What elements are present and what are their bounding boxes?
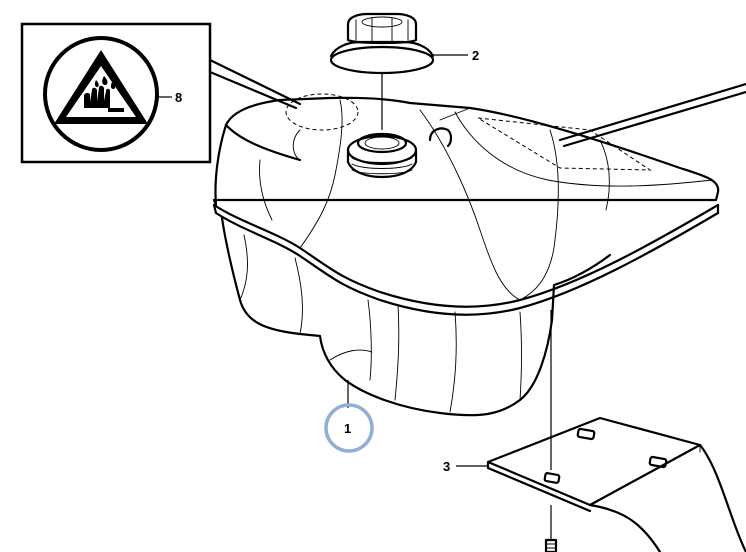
hot-liquid-hand-warning-icon	[43, 36, 159, 152]
filler-cap	[329, 12, 435, 130]
callout-1-label: 1	[344, 421, 351, 436]
callout-3-label: 3	[443, 459, 450, 474]
filler-neck	[346, 132, 418, 179]
side-label-area	[477, 117, 652, 171]
reservoir-seam-band-lower	[214, 211, 720, 316]
reservoir-lower-body	[220, 216, 612, 417]
reservoir-tank	[212, 93, 720, 417]
reservoir-seam-band	[212, 203, 720, 308]
inset-leader-bottom	[208, 70, 298, 110]
reservoir-upper-shell	[212, 96, 720, 207]
top-label-area	[285, 93, 359, 131]
reservoir-top-right-edge	[224, 123, 302, 162]
inset-leader-top	[208, 58, 302, 106]
mounting-bracket	[486, 310, 746, 552]
side-label-leader-1	[558, 82, 746, 142]
callout-1-highlight-circle	[324, 403, 374, 453]
warning-label-inset	[20, 22, 302, 164]
callout-2-label: 2	[472, 48, 479, 63]
callout-8-label: 8	[175, 90, 182, 105]
side-label-leader-2	[562, 90, 746, 148]
